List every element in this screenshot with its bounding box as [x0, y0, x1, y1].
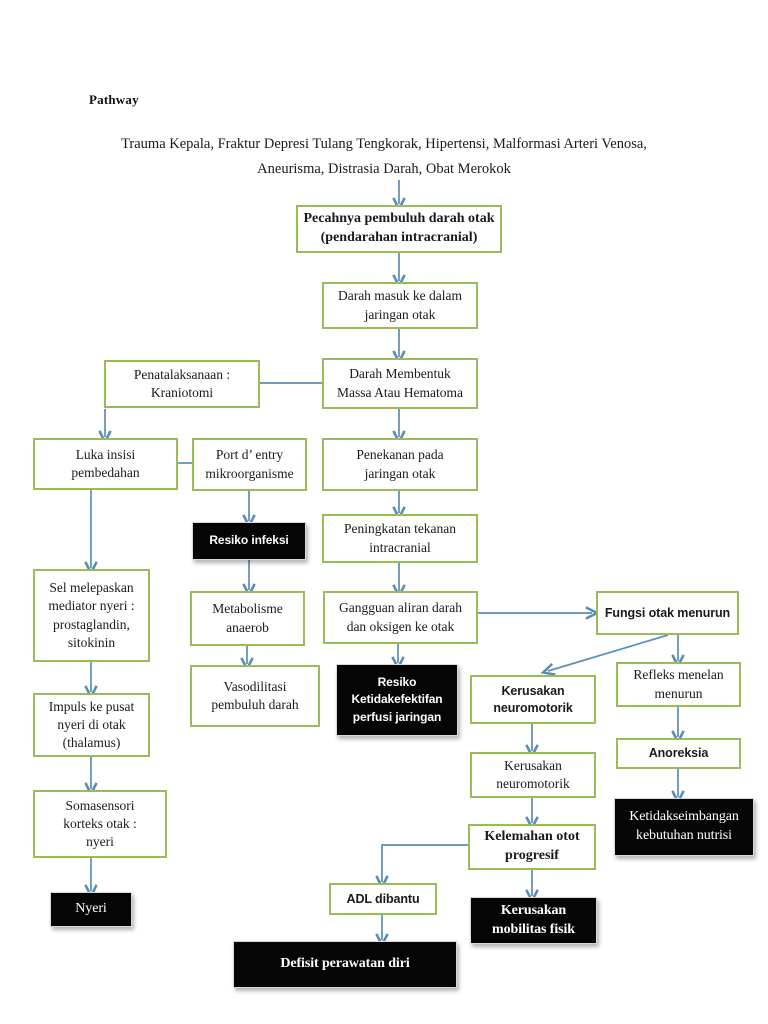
node-label: Somasensori korteks otak : nyeri: [63, 797, 137, 850]
node-label: Resiko infeksi: [209, 533, 289, 548]
node-resiko-ketidakefektifan-perfusi-jaringan[interactable]: Resiko Ketidakefektifan perfusi jaringan: [336, 664, 458, 736]
node-label: Port d’ entry mikroorganisme: [205, 447, 294, 481]
node-kerusakan-neuromotorik-2[interactable]: Kerusakan neuromotorik: [470, 752, 596, 798]
node-anoreksia[interactable]: Anoreksia: [616, 738, 741, 769]
node-resiko-infeksi[interactable]: Resiko infeksi: [192, 522, 306, 560]
node-ketidakseimbangan-kebutuhan-nutrisi[interactable]: Ketidakseimbangan kebutuhan nutrisi: [614, 798, 754, 856]
node-label: Kelemahan otot progresif: [484, 829, 580, 863]
node-pecahnya-pembuluh-darah-otak[interactable]: Pecahnya pembuluh darah otak (pendarahan…: [296, 205, 502, 253]
node-penatalaksanaan-kraniotomi[interactable]: Penatalaksanaan : Kraniotomi: [104, 360, 260, 408]
node-sel-melepaskan-mediator-nyeri[interactable]: Sel melepaskan mediator nyeri : prostagl…: [33, 569, 150, 662]
node-label: Fungsi otak menurun: [604, 605, 731, 620]
node-label: Penekanan pada jaringan otak: [356, 447, 444, 481]
node-label: Penatalaksanaan : Kraniotomi: [133, 366, 231, 400]
node-darah-masuk-jaringan-otak[interactable]: Darah masuk ke dalam jaringan otak: [322, 282, 478, 329]
node-label: Vasodilitasi pembuluh darah: [211, 678, 299, 712]
node-port-dentry-mikroorganisme[interactable]: Port d’ entry mikroorganisme: [192, 438, 307, 491]
node-impuls-ke-pusat-nyeri[interactable]: Impuls ke pusat nyeri di otak (thalamus): [33, 693, 150, 757]
node-label: Impuls ke pusat nyeri di otak (thalamus): [48, 698, 135, 751]
node-vasodilitasi-pembuluh-darah[interactable]: Vasodilitasi pembuluh darah: [190, 665, 320, 727]
page-title: Pathway: [89, 92, 139, 107]
node-label: Luka insisi pembedahan: [71, 446, 140, 480]
node-label: Darah Membentuk Massa Atau Hematoma: [337, 366, 463, 400]
node-adl-dibantu[interactable]: ADL dibantu: [329, 883, 437, 915]
node-refleks-menelan-menurun[interactable]: Refleks menelan menurun: [616, 662, 741, 707]
node-penekanan-jaringan-otak[interactable]: Penekanan pada jaringan otak: [322, 438, 478, 491]
node-label: Refleks menelan menurun: [633, 667, 724, 701]
node-label: Sel melepaskan mediator nyeri : prostagl…: [48, 580, 135, 650]
node-label: Darah masuk ke dalam jaringan otak: [337, 288, 463, 322]
intro-paragraph: Trauma Kepala, Fraktur Depresi Tulang Te…: [121, 136, 647, 178]
node-metabolisme-anaerob[interactable]: Metabolisme anaerob: [190, 591, 305, 646]
node-label: Nyeri: [75, 901, 107, 917]
node-nyeri[interactable]: Nyeri: [50, 892, 132, 927]
node-darah-membentuk-massa-hematoma[interactable]: Darah Membentuk Massa Atau Hematoma: [322, 358, 478, 409]
node-label: Peningkatan tekanan intracranial: [343, 521, 457, 555]
node-defisit-perawatan-diri[interactable]: Defisit perawatan diri: [233, 941, 457, 988]
node-label: ADL dibantu: [346, 891, 420, 906]
node-label: Kerusakan neuromotorik: [493, 683, 573, 715]
node-luka-insisi-pembedahan[interactable]: Luka insisi pembedahan: [33, 438, 178, 490]
node-gangguan-aliran-darah-oksigen[interactable]: Gangguan aliran darah dan oksigen ke ota…: [323, 591, 478, 644]
node-peningkatan-tekanan-intracranial[interactable]: Peningkatan tekanan intracranial: [322, 514, 478, 563]
node-label: Metabolisme anaerob: [212, 601, 283, 635]
node-label: Defisit perawatan diri: [280, 956, 410, 972]
node-label: Anoreksia: [648, 746, 709, 761]
node-kerusakan-neuromotorik-1[interactable]: Kerusakan neuromotorik: [470, 675, 596, 724]
node-label: Kerusakan mobilitas fisik: [492, 902, 575, 937]
node-kerusakan-mobilitas-fisik[interactable]: Kerusakan mobilitas fisik: [470, 897, 597, 944]
node-label: Pecahnya pembuluh darah otak (pendarahan…: [303, 211, 495, 245]
node-label: Resiko Ketidakefektifan perfusi jaringan: [351, 674, 443, 724]
node-fungsi-otak-menurun[interactable]: Fungsi otak menurun: [596, 591, 739, 635]
node-kelemahan-otot-progresif[interactable]: Kelemahan otot progresif: [468, 824, 596, 870]
node-somasensori-korteks-otak-nyeri[interactable]: Somasensori korteks otak : nyeri: [33, 790, 167, 858]
node-label: Gangguan aliran darah dan oksigen ke ota…: [339, 600, 462, 634]
node-label: Kerusakan neuromotorik: [496, 757, 570, 791]
node-label: Ketidakseimbangan kebutuhan nutrisi: [629, 809, 739, 843]
